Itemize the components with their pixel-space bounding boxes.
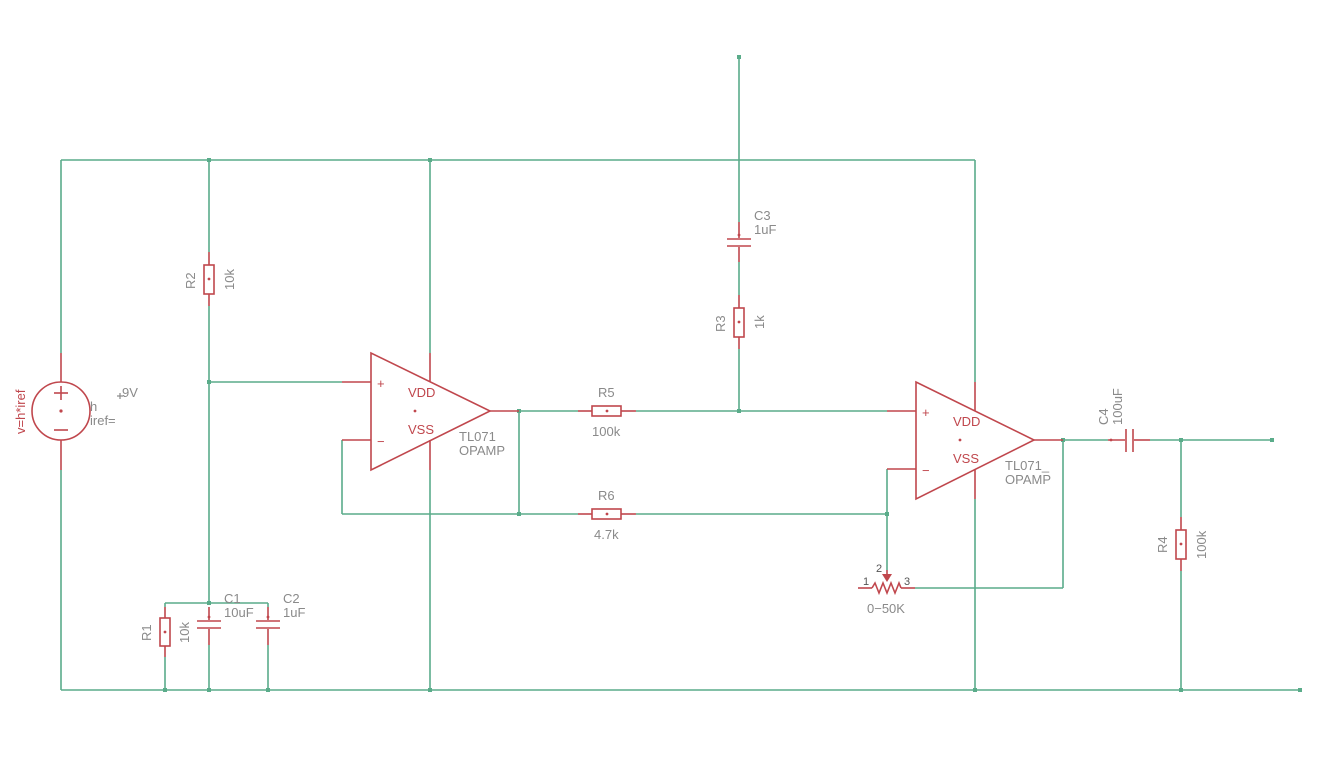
pot-zigzag bbox=[871, 580, 902, 596]
junction bbox=[885, 512, 889, 516]
c4-value: 100uF bbox=[1110, 388, 1125, 425]
opamp2-name: TL071_ bbox=[1005, 458, 1050, 473]
resistor-r6[interactable]: R6 4.7k bbox=[578, 488, 636, 542]
opamp2-plus: + bbox=[922, 405, 930, 420]
source-value: 9V bbox=[122, 385, 138, 400]
pot-value: 0−50K bbox=[867, 601, 905, 616]
r6-value: 4.7k bbox=[594, 527, 619, 542]
opamp2-origin-mark bbox=[958, 438, 962, 442]
junction bbox=[428, 688, 432, 692]
junction bbox=[207, 688, 211, 692]
potentiometer[interactable]: 1 2 3 0−50K bbox=[858, 563, 915, 616]
c3-origin-mark bbox=[737, 233, 741, 237]
capacitor-c4[interactable]: C4 100uF bbox=[1096, 388, 1150, 452]
opamp1-vdd: VDD bbox=[408, 385, 435, 400]
resistor-r2[interactable]: R2 10k bbox=[183, 252, 237, 306]
c3-value: 1uF bbox=[754, 222, 776, 237]
resistor-r4[interactable]: R4 100k bbox=[1155, 517, 1209, 571]
c2-origin-mark bbox=[266, 615, 270, 619]
capacitor-c1[interactable]: C1 10uF bbox=[197, 591, 254, 645]
junction bbox=[207, 601, 211, 605]
junction bbox=[737, 55, 741, 59]
junctions bbox=[163, 55, 1302, 692]
pot-wiper-arrow-icon bbox=[882, 574, 892, 582]
opamp1-name: TL071 bbox=[459, 429, 496, 444]
c1-name: C1 bbox=[224, 591, 241, 606]
r4-name: R4 bbox=[1155, 536, 1170, 553]
opamp1-origin-mark bbox=[413, 409, 417, 413]
opamp1-plus: + bbox=[377, 376, 385, 391]
r5-origin-mark bbox=[605, 409, 609, 413]
junction bbox=[737, 409, 741, 413]
c1-origin-mark bbox=[207, 615, 211, 619]
r4-origin-mark bbox=[1179, 542, 1183, 546]
capacitor-c2[interactable]: C2 1uF bbox=[256, 591, 305, 645]
junction bbox=[163, 688, 167, 692]
junction bbox=[428, 158, 432, 162]
r3-value: 1k bbox=[752, 315, 767, 329]
pot-pin2: 2 bbox=[876, 563, 882, 575]
r3-origin-mark bbox=[737, 320, 741, 324]
resistor-r1[interactable]: R1 10k bbox=[139, 607, 192, 657]
r5-name: R5 bbox=[598, 385, 615, 400]
r1-name: R1 bbox=[139, 624, 154, 641]
junction bbox=[266, 688, 270, 692]
opamp2-vss: VSS bbox=[953, 451, 979, 466]
voltage-source[interactable]: v=h*iref h iref= 9V bbox=[13, 353, 138, 470]
source-circle bbox=[31, 381, 91, 441]
opamp1-type: OPAMP bbox=[459, 443, 505, 458]
wires bbox=[60, 57, 1300, 691]
opamp2-minus: − bbox=[922, 463, 930, 478]
opamp2-type: OPAMP bbox=[1005, 472, 1051, 487]
c2-name: C2 bbox=[283, 591, 300, 606]
pot-pin1: 1 bbox=[863, 576, 869, 588]
source-expression: v=h*iref bbox=[13, 389, 28, 434]
opamp1-vss: VSS bbox=[408, 422, 434, 437]
r2-origin-mark bbox=[207, 277, 211, 281]
resistor-r5[interactable]: R5 100k bbox=[578, 385, 636, 439]
r6-origin-mark bbox=[605, 512, 609, 516]
r2-name: R2 bbox=[183, 272, 198, 289]
junction bbox=[1179, 688, 1183, 692]
source-origin-mark bbox=[59, 409, 63, 413]
junction bbox=[1270, 438, 1274, 442]
junction bbox=[1298, 688, 1302, 692]
c4-name: C4 bbox=[1096, 408, 1111, 425]
opamp1-minus: − bbox=[377, 434, 385, 449]
junction bbox=[1179, 438, 1183, 442]
junction bbox=[207, 158, 211, 162]
c2-value: 1uF bbox=[283, 605, 305, 620]
opamp-2[interactable]: + − VDD VSS TL071_ OPAMP bbox=[887, 380, 1063, 501]
r3-name: R3 bbox=[713, 315, 728, 332]
capacitor-c3[interactable]: C3 1uF bbox=[727, 208, 776, 262]
c4-origin-mark bbox=[1109, 438, 1113, 442]
r6-name: R6 bbox=[598, 488, 615, 503]
source-param-iref: iref= bbox=[90, 413, 116, 428]
resistor-r3[interactable]: R3 1k bbox=[713, 295, 767, 349]
opamp2-vdd: VDD bbox=[953, 414, 980, 429]
pot-pin3: 3 bbox=[904, 576, 910, 588]
source-param-h: h bbox=[90, 399, 97, 414]
r4-value: 100k bbox=[1194, 530, 1209, 559]
junction bbox=[207, 380, 211, 384]
junction bbox=[517, 512, 521, 516]
opamp-1[interactable]: + − VDD VSS TL071 OPAMP bbox=[342, 351, 519, 472]
r2-value: 10k bbox=[222, 269, 237, 290]
r5-value: 100k bbox=[592, 424, 621, 439]
r1-value: 10k bbox=[177, 622, 192, 643]
junction bbox=[973, 688, 977, 692]
c3-name: C3 bbox=[754, 208, 771, 223]
r1-origin-mark bbox=[163, 630, 167, 634]
c1-value: 10uF bbox=[224, 605, 254, 620]
